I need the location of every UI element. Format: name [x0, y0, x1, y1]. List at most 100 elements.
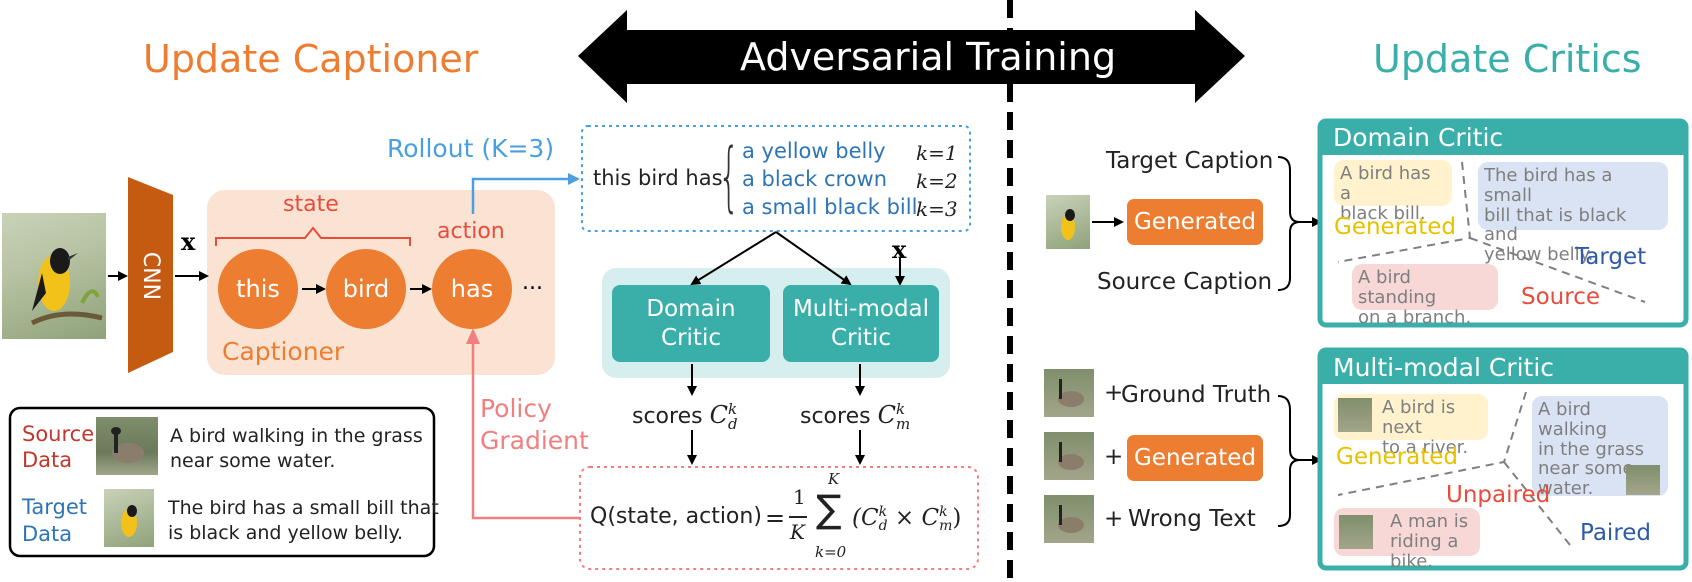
domain-bubble-src-1: A bird standing: [1358, 267, 1437, 308]
domain-bubble-source: A bird standing on a branch.: [1352, 264, 1498, 327]
mm-plus-1: +: [1104, 380, 1124, 406]
mm-label-unpaired: Unpaired: [1446, 482, 1551, 508]
rollout-box-border: [581, 125, 971, 232]
q-term-k2: k: [939, 504, 948, 520]
mm-bubble-paired-2: in the grass: [1538, 438, 1645, 460]
mm-bubble-unp-2: riding a bike.: [1390, 530, 1459, 572]
mm-bubble-paired-1: A bird walking: [1538, 399, 1608, 440]
mm-critic-label-1: Multi-modal: [792, 295, 930, 322]
mm-image-3: [1044, 495, 1094, 543]
rollout-prefix: this bird has: [593, 166, 723, 190]
domain-critic-label-1: Domain: [646, 295, 736, 322]
cm-sup: k: [895, 400, 906, 418]
rollout-line-1: a yellow belly: [742, 139, 886, 163]
q-sum-symbol: ∑: [816, 487, 842, 531]
source-caption-label: Source Caption: [1097, 269, 1273, 295]
domain-label-source: Source: [1521, 284, 1600, 310]
bird-illustration: [30, 248, 103, 326]
legend-source-1: Source: [22, 422, 95, 446]
cm-symbol: C: [877, 401, 896, 429]
q-box-border: [579, 466, 979, 570]
legend-target-1: Target: [22, 495, 87, 519]
cm-sub: m: [895, 415, 911, 433]
q-term-close: ): [952, 505, 962, 531]
mm-bubble-unp-image: [1339, 515, 1373, 549]
update-captioner-title: Update Captioner: [143, 37, 479, 81]
update-critics-title: Update Critics: [1373, 37, 1642, 81]
domain-bubble-target: The bird has a small bill that is black …: [1478, 162, 1668, 264]
domain-label-target: Target: [1575, 244, 1647, 270]
q-eq: =: [765, 504, 786, 532]
token-has: has: [432, 249, 512, 329]
target-bird-image: [2, 213, 106, 339]
rollout-line-3: a small black bill: [742, 195, 918, 219]
q-term-open: (C: [852, 505, 879, 531]
domain-bubble-gen-1: A bird has a: [1340, 163, 1431, 204]
cd-sub: d: [727, 415, 738, 433]
policy-gradient-label-2: Gradient: [480, 426, 589, 455]
domain-critic-label-2: Critic: [661, 324, 721, 351]
mm-bubble-paired: A bird walking in the grass near some wa…: [1532, 396, 1668, 500]
cnn-label: CNN: [138, 251, 163, 301]
mm-plus-2: +: [1104, 444, 1124, 470]
mm-bubble-unp-1: A man is: [1390, 511, 1469, 532]
rollout-arrow: [471, 173, 580, 214]
adversarial-banner: [578, 10, 1245, 103]
q-frac-num: 1: [793, 485, 806, 509]
mm-bubble-gen-2: to a river.: [1382, 436, 1469, 458]
domain-target-image: [1046, 195, 1090, 249]
mm-plus-3: +: [1104, 506, 1124, 532]
target-caption-label: Target Caption: [1106, 148, 1274, 174]
mm-wrong-text: Wrong Text: [1128, 506, 1256, 532]
q-term-c: C: [921, 505, 940, 531]
token-ellipsis: ...: [522, 270, 543, 295]
rollout-label: Rollout (K=3): [387, 134, 555, 163]
token-bird: bird: [326, 249, 406, 329]
state-brace: [215, 226, 411, 246]
policy-gradient-arrow: [471, 334, 580, 520]
q-lhs: Q(state, action): [590, 504, 762, 529]
token-this: this: [218, 249, 298, 329]
image-feature-x: x: [181, 227, 196, 256]
domain-critic-title: Domain Critic: [1333, 123, 1504, 152]
legend-source-2: Data: [22, 448, 73, 472]
scores-domain-word: scores: [632, 404, 703, 429]
q-term-k1: k: [878, 504, 888, 520]
captioner-label: Captioner: [222, 337, 345, 366]
q-sum-bottom: k=0: [815, 543, 847, 561]
domain-generated-button: Generated: [1127, 199, 1263, 245]
domain-bubble-tgt-3: yellow belly.: [1484, 244, 1594, 266]
legend-box: [8, 406, 436, 558]
rollout-k-1: k=1: [916, 141, 958, 165]
mm-critic-label-2: Critic: [831, 324, 891, 351]
mm-label-generated: Generated: [1336, 444, 1459, 470]
q-frac-den: K: [790, 520, 805, 544]
domain-bubble-generated: A bird has a black bill.: [1334, 160, 1452, 223]
mm-generated-button: Generated: [1127, 435, 1263, 481]
legend-source-caption-2: near some water.: [170, 450, 336, 472]
q-frac-bar: [789, 516, 807, 518]
policy-gradient-label-1: Policy: [480, 394, 552, 423]
legend-target-bird-image: [104, 489, 154, 547]
q-term-times: ×: [894, 505, 915, 531]
scores-mm-word: scores: [800, 404, 871, 429]
adversarial-training-title: Adversarial Training: [740, 35, 1117, 79]
mm-brace: [1277, 395, 1301, 527]
cd-sup: k: [727, 400, 738, 418]
mm-image-1: [1044, 369, 1094, 417]
mm-label-paired: Paired: [1580, 520, 1652, 546]
mm-bubble-paired-4: water.: [1538, 478, 1594, 500]
action-label: action: [437, 219, 505, 244]
q-term-d: d: [878, 518, 888, 534]
mm-critic-title: Multi-modal Critic: [1333, 353, 1555, 382]
mm-bubble-paired-3: near some: [1538, 458, 1634, 480]
domain-label-generated: Generated: [1334, 214, 1457, 240]
q-term-m: m: [939, 518, 953, 534]
rollout-line-2: a black crown: [742, 167, 888, 191]
